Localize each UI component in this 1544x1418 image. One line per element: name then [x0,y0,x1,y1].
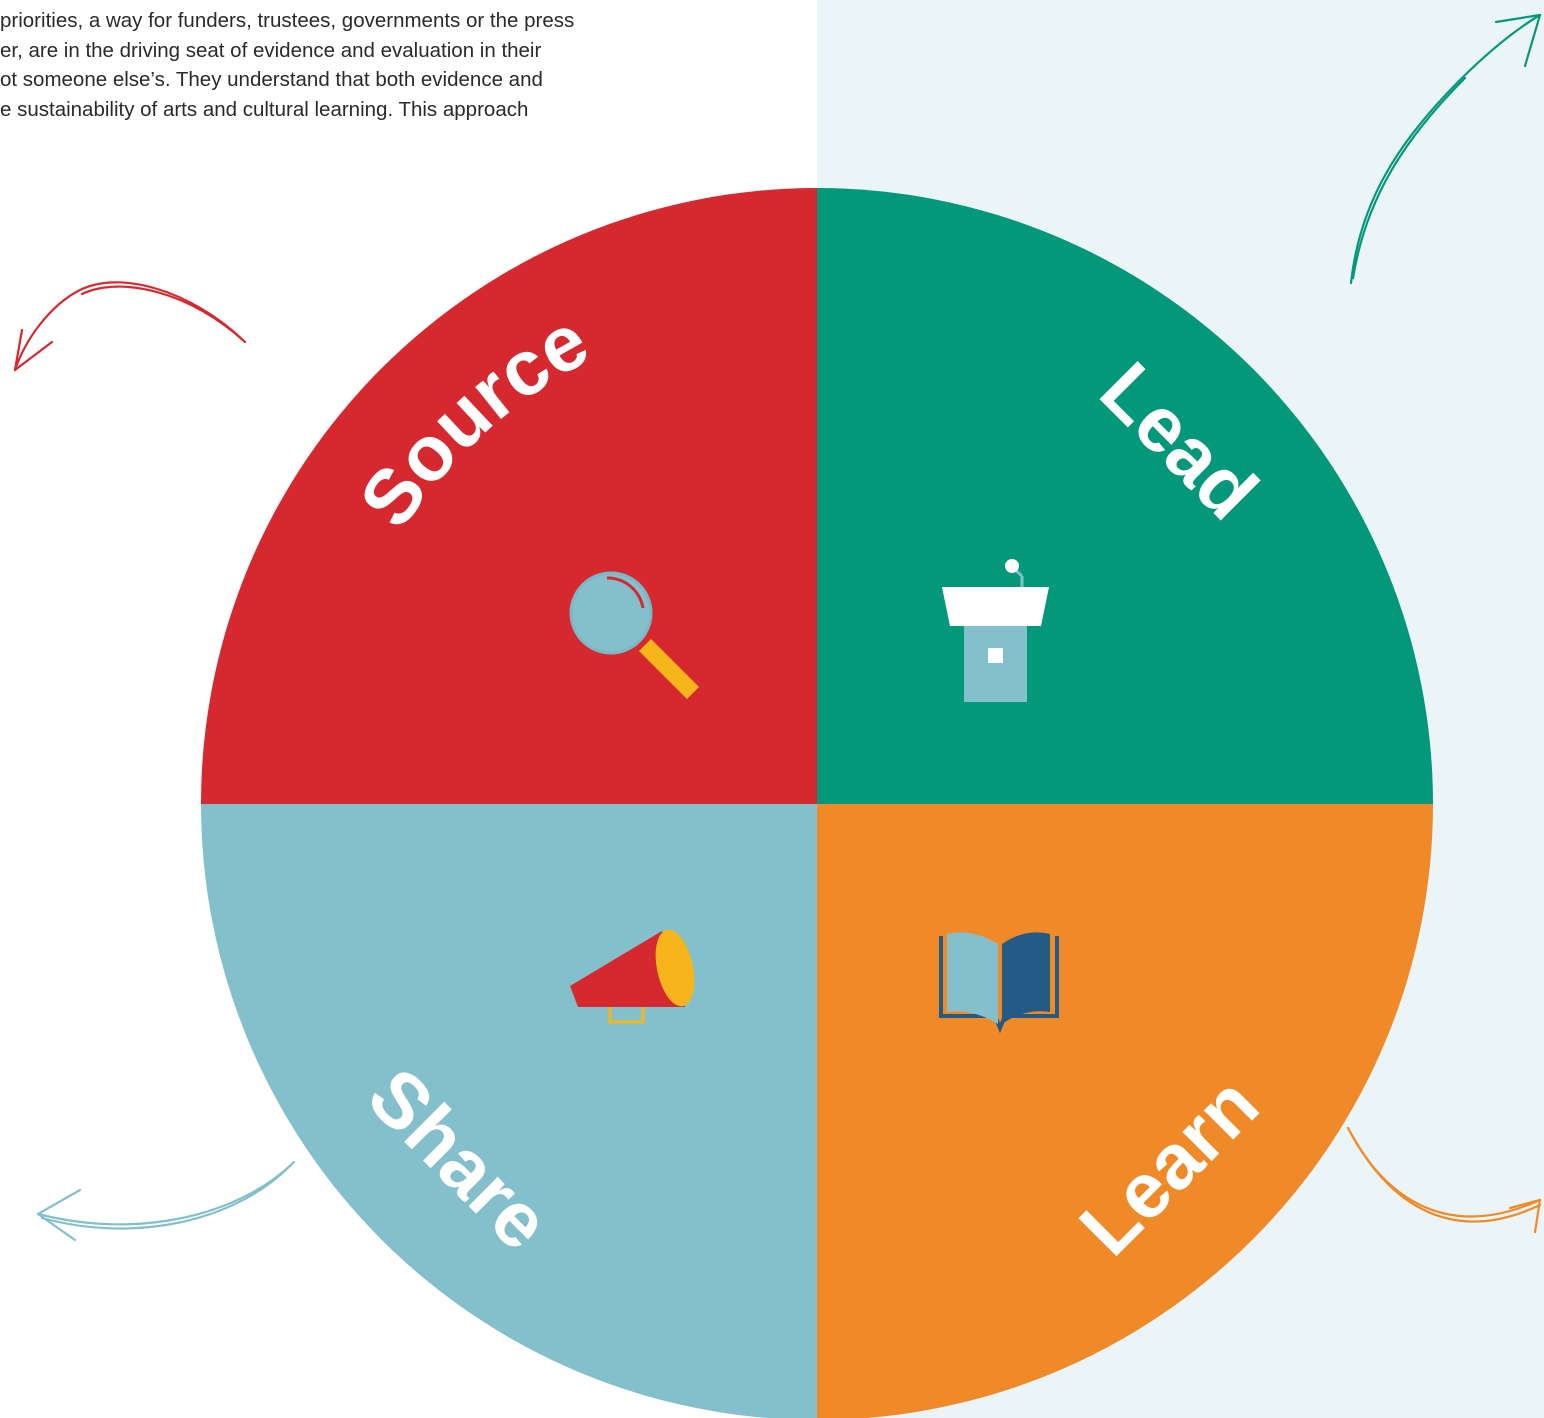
magnifying-glass-icon [569,571,700,700]
share-arrow [36,1160,296,1242]
intro-line: ot someone else’s. They understand that … [0,68,543,91]
intro-line: priorities, a way for funders, trustees,… [0,9,575,32]
learn-arrow [1346,1126,1542,1234]
learn-quadrant [817,804,1433,1418]
open-book-icon [939,932,1059,1034]
intro-paragraph: priorities, a way for funders, trustees,… [0,6,760,124]
megaphone-icon [570,929,695,1024]
lead-arrow [1349,13,1542,285]
source-quadrant [201,188,817,804]
intro-line: er, are in the driving seat of evidence … [0,38,542,62]
lead-quadrant [817,188,1433,804]
intro-line: e sustainability of arts and cultural le… [0,97,529,121]
source-arrow [13,281,247,372]
share-quadrant [201,804,817,1418]
podium-icon [942,559,1049,702]
